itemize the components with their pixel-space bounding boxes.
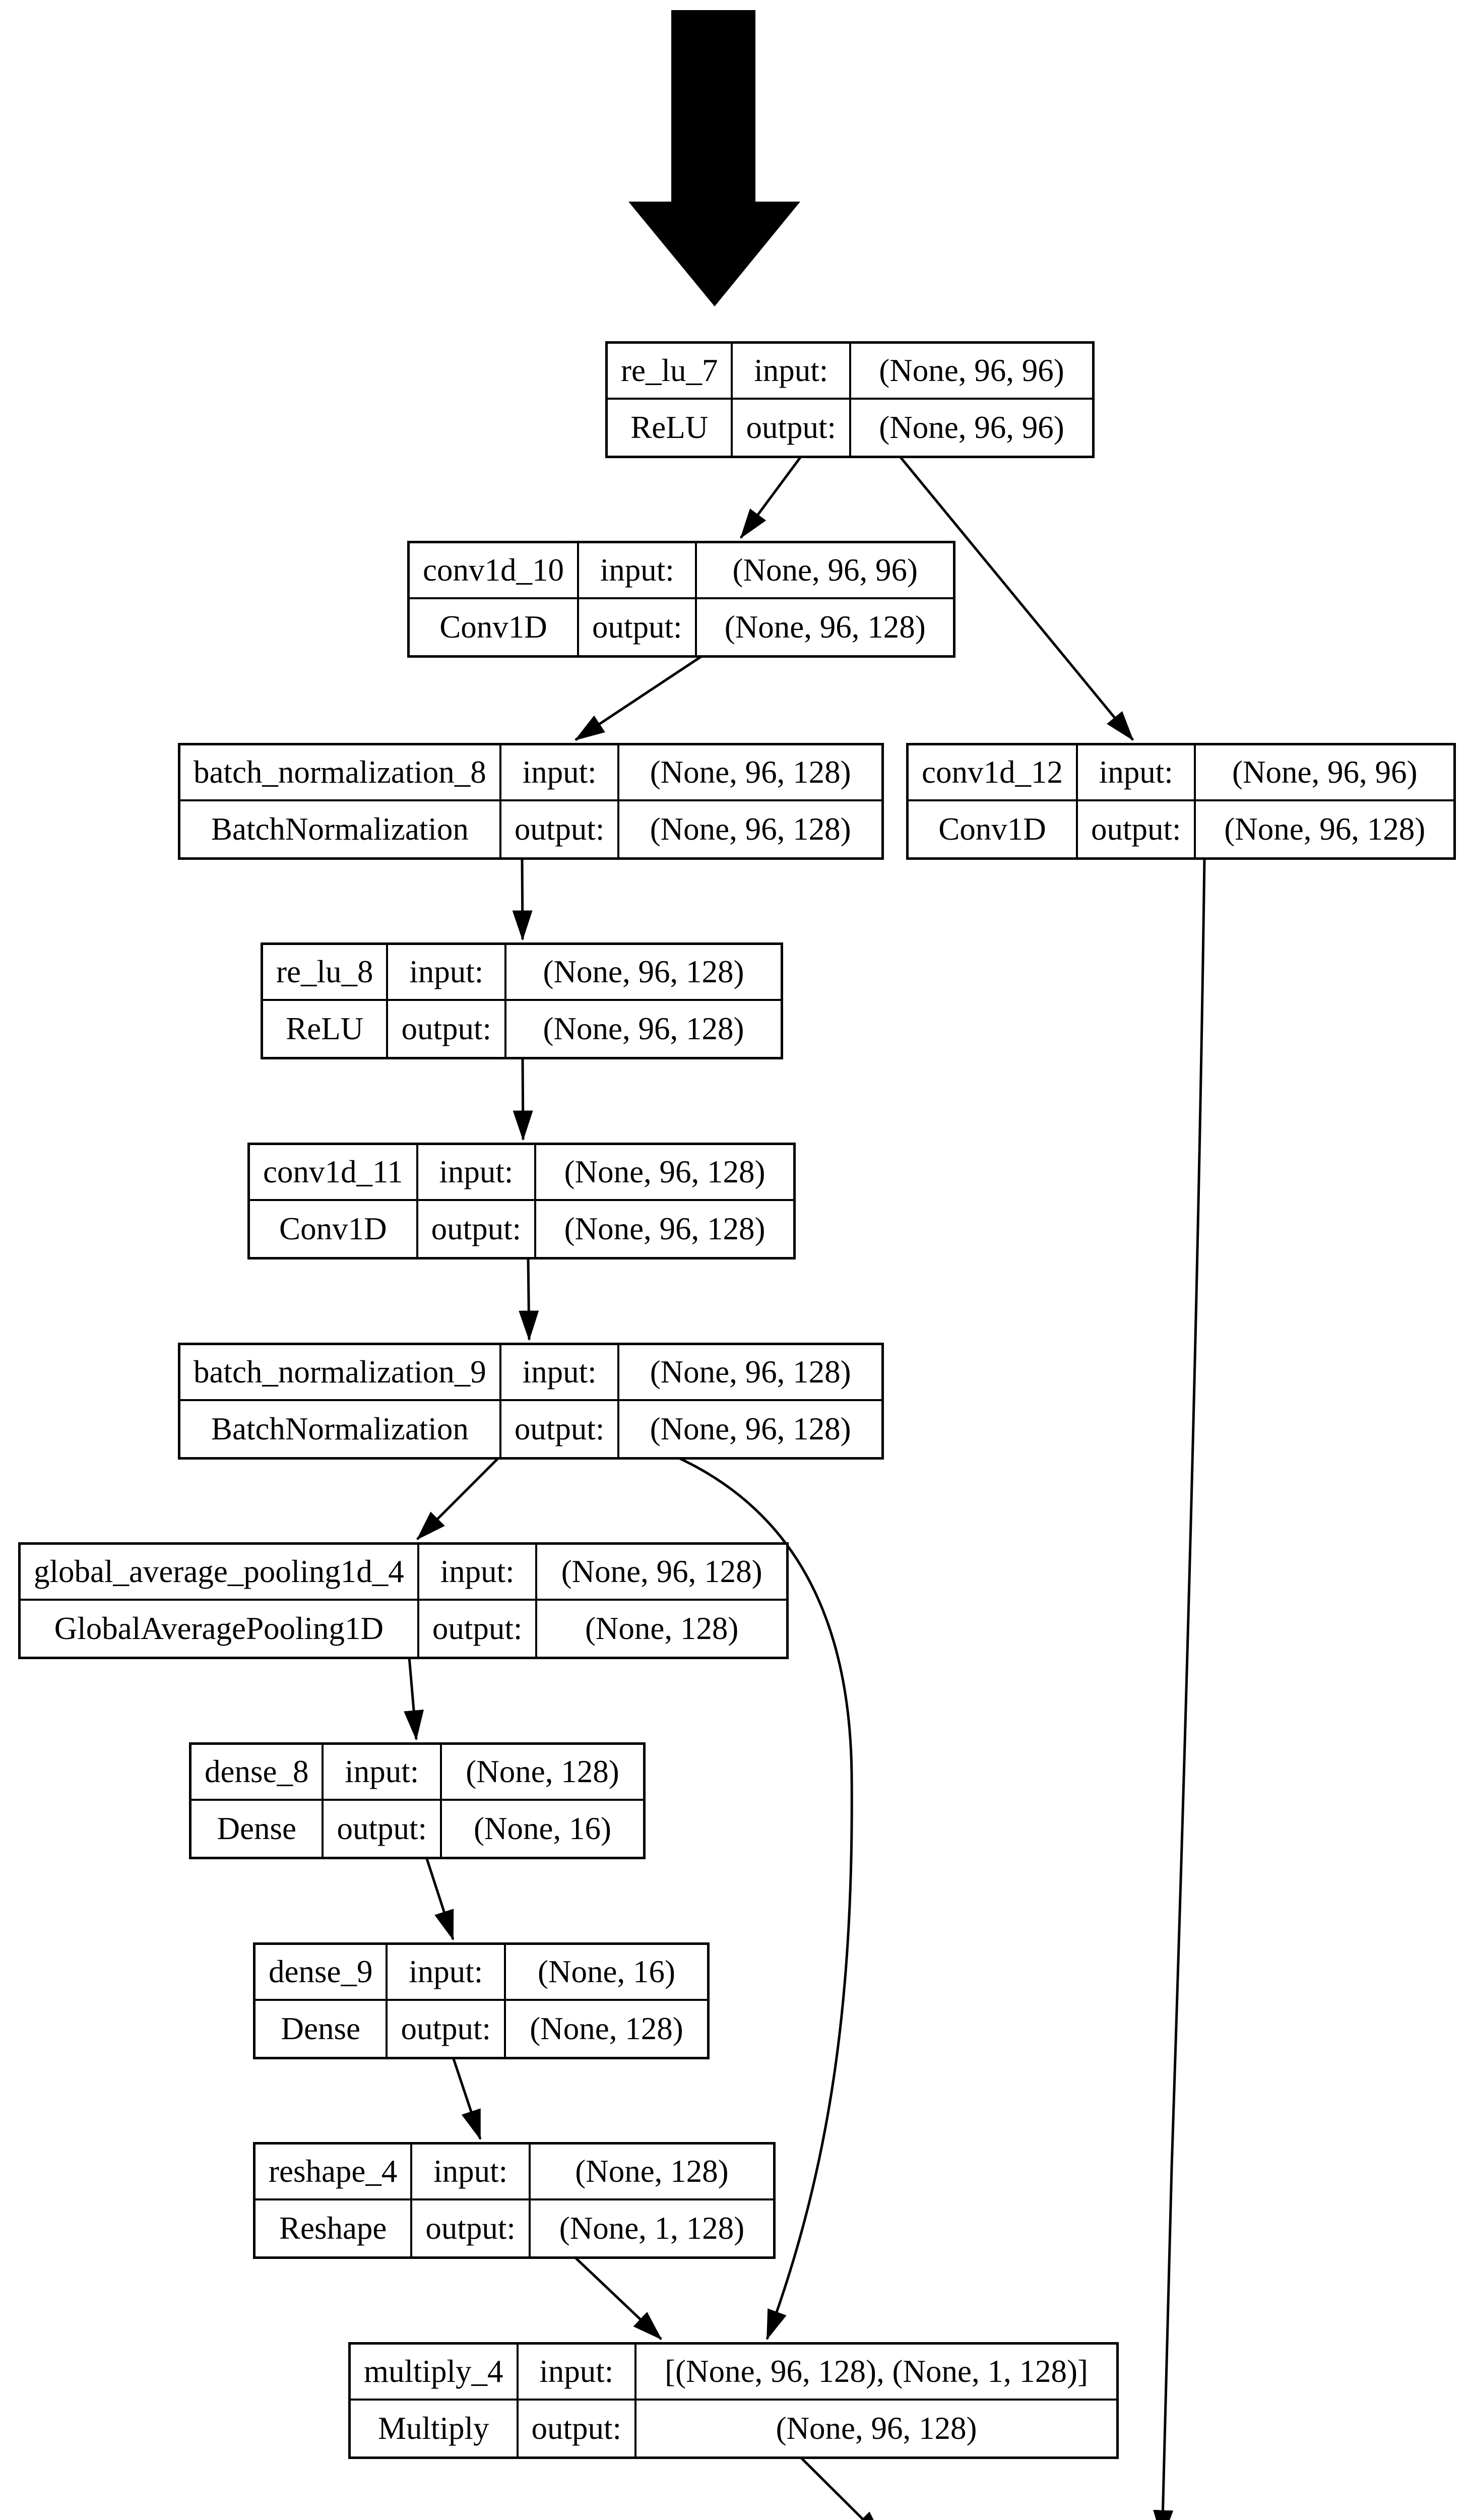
input-shape: (None, 96, 128) xyxy=(506,945,781,1001)
input-shape: (None, 96, 96) xyxy=(1196,745,1453,801)
output-label: output: xyxy=(324,1801,442,1857)
layer-name: re_lu_8 xyxy=(263,945,389,1001)
output-label: output: xyxy=(501,801,620,857)
output-label: output: xyxy=(412,2200,531,2256)
layer-name: global_average_pooling1d_4 xyxy=(21,1545,419,1601)
edge-reshape_4-to-multiply_4 xyxy=(573,2256,662,2340)
layer-class: Conv1D xyxy=(909,801,1078,857)
layer-class: Dense xyxy=(192,1801,324,1857)
layer-class: ReLU xyxy=(608,400,733,456)
layer-class: Dense xyxy=(256,2001,388,2057)
edge-batch_normalization_9-to-global_average_pooling1d_4 xyxy=(416,1457,500,1540)
output-shape: (None, 16) xyxy=(474,1811,611,1846)
input-label: input: xyxy=(579,543,697,599)
output-label: output: xyxy=(419,1601,538,1657)
layer-name: conv1d_12 xyxy=(909,745,1078,801)
input-shape: (None, 96, 96) xyxy=(697,543,953,599)
output-shape: (None, 1, 128) xyxy=(559,2211,745,2246)
output-label: output: xyxy=(579,599,697,655)
output-shape: (None, 96, 96) xyxy=(879,410,1064,445)
edge-conv1d_12-to-add_4 xyxy=(1153,857,1206,2520)
input-label: input: xyxy=(419,1545,538,1601)
input-shape: (None, 96, 128) xyxy=(619,1345,881,1401)
input-shape: (None, 96, 96) xyxy=(851,344,1092,400)
layer-class: BatchNormalization xyxy=(180,801,501,857)
edge-re_lu_7-to-conv1d_12 xyxy=(899,455,1134,741)
layer-class: GlobalAveragePooling1D xyxy=(21,1601,419,1657)
output-shape: (None, 96, 128) xyxy=(543,1011,744,1046)
edge-global_average_pooling1d_4-to-dense_8 xyxy=(404,1657,424,1741)
layer-class: Conv1D xyxy=(250,1201,418,1257)
layer-name: dense_9 xyxy=(256,1945,388,2001)
input-label: input: xyxy=(1077,745,1196,801)
layer-class: ReLU xyxy=(263,1001,389,1057)
input-label: input: xyxy=(733,344,851,400)
input-label: input: xyxy=(418,1145,537,1201)
edge-batch_normalization_9-to-multiply_4 xyxy=(677,1456,853,2341)
input-shape: (None, 96, 128) xyxy=(537,1545,786,1601)
output-shape: (None, 128) xyxy=(585,1611,739,1646)
output-label: output: xyxy=(388,1001,506,1057)
input-shape: (None, 128) xyxy=(441,1745,643,1801)
layer-class: Conv1D xyxy=(410,599,579,655)
input-shape: (None, 16) xyxy=(505,1945,707,2001)
edge-re_lu_7-to-conv1d_10 xyxy=(739,455,803,539)
output-shape: (None, 96, 128) xyxy=(776,2411,977,2446)
input-label: input: xyxy=(388,945,506,1001)
input-label: input: xyxy=(412,2145,531,2200)
output-shape: (None, 96, 128) xyxy=(650,1411,851,1446)
layer-name: dense_8 xyxy=(192,1745,324,1801)
output-shape: (None, 96, 128) xyxy=(650,811,851,847)
edge-dense_9-to-reshape_4 xyxy=(452,2057,482,2140)
edge-conv1d_11-to-batch_normalization_9 xyxy=(519,1257,539,1341)
edge-multiply_4-to-add_4 xyxy=(799,2456,884,2520)
layer-name: batch_normalization_8 xyxy=(180,745,501,801)
output-label: output: xyxy=(1078,801,1196,857)
input-label: input: xyxy=(501,745,620,801)
output-label: output: xyxy=(388,2001,506,2057)
output-label: output: xyxy=(519,2401,637,2456)
layer-name: multiply_4 xyxy=(351,2345,519,2401)
output-shape: (None, 96, 128) xyxy=(724,609,926,645)
output-label: output: xyxy=(501,1401,620,1457)
layer-name: batch_normalization_9 xyxy=(180,1345,501,1401)
edge-batch_normalization_8-to-re_lu_8 xyxy=(512,857,533,941)
input-label: input: xyxy=(501,1345,620,1401)
output-shape: (None, 96, 128) xyxy=(564,1211,766,1246)
layer-class: Reshape xyxy=(256,2200,413,2256)
input-label: input: xyxy=(388,1945,506,2001)
layer-name: conv1d_11 xyxy=(250,1145,418,1201)
edge-conv1d_10-to-batch_normalization_8 xyxy=(574,654,704,741)
output-shape: (None, 128) xyxy=(530,2011,683,2046)
layer-name: reshape_4 xyxy=(256,2145,413,2200)
edge-dense_8-to-dense_9 xyxy=(425,1857,455,1941)
big-down-arrow-icon xyxy=(628,10,800,306)
layer-class: BatchNormalization xyxy=(180,1401,501,1457)
input-shape: (None, 96, 128) xyxy=(619,745,881,801)
input-label: input: xyxy=(518,2345,637,2401)
layer-name: re_lu_7 xyxy=(608,344,733,400)
input-shape: (None, 128) xyxy=(530,2145,773,2200)
input-shape: [(None, 96, 128), (None, 1, 128)] xyxy=(636,2345,1116,2401)
layer-class: Multiply xyxy=(351,2401,519,2456)
layer-name: conv1d_10 xyxy=(410,543,579,599)
output-label: output: xyxy=(418,1201,537,1257)
input-label: input: xyxy=(324,1745,442,1801)
output-label: output: xyxy=(733,400,851,456)
input-shape: (None, 96, 128) xyxy=(536,1145,793,1201)
output-shape: (None, 96, 128) xyxy=(1224,811,1426,847)
